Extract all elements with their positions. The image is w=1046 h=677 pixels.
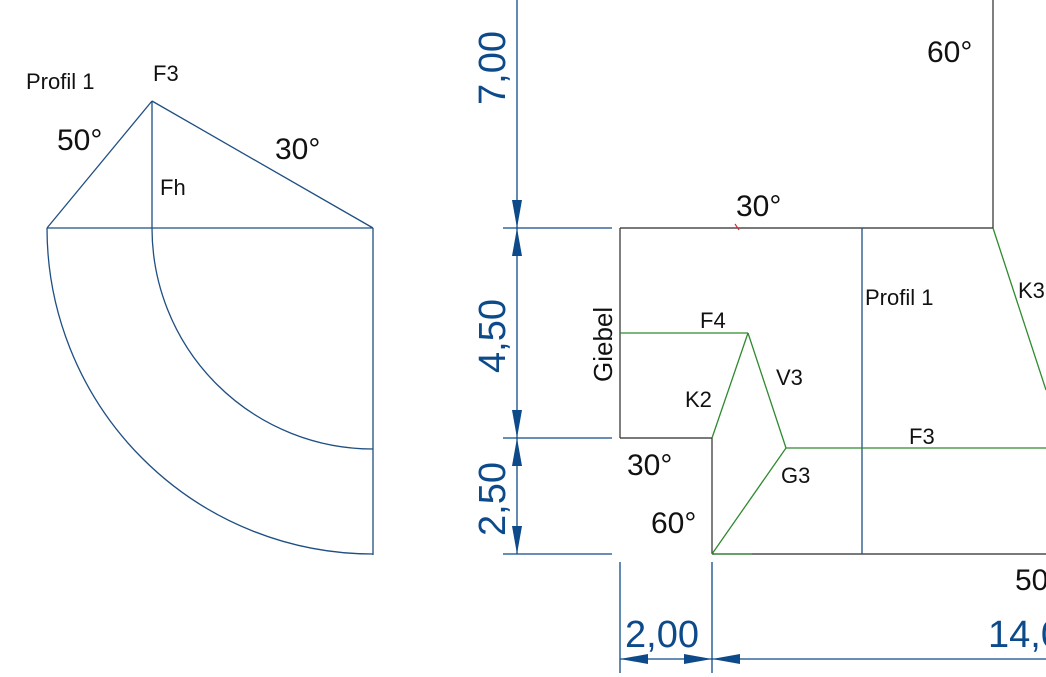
gable-label: Giebel <box>588 307 618 382</box>
arrow-down-228 <box>512 200 522 228</box>
dim-4-50: 4,50 <box>472 299 514 373</box>
arrow-up-228 <box>512 228 522 256</box>
label-V3: V3 <box>776 365 803 390</box>
label-F3: F3 <box>909 424 935 449</box>
hip-K3 <box>992 227 1046 391</box>
label-F4: F4 <box>700 308 726 333</box>
dimensions: 7,00 4,50 2,50 2,00 14,0 <box>472 0 1046 673</box>
profile-view: Profil 1 F3 50° 30° Fh <box>26 61 374 555</box>
right-angle-label: 30° <box>275 133 320 166</box>
profile-title: Profil 1 <box>26 69 94 94</box>
label-K2: K2 <box>685 387 712 412</box>
outer-arc <box>46 227 374 555</box>
angle-notch-upper: 30° <box>627 449 672 482</box>
arrow-left-712 <box>712 654 740 664</box>
arrow-up-438 <box>512 438 522 466</box>
height-label: Fh <box>160 175 186 200</box>
bottom-right-label: 50 <box>1015 564 1046 597</box>
valley-V3 <box>747 332 787 449</box>
apex-label: F3 <box>153 61 179 86</box>
angle-notch-lower: 60° <box>651 507 696 540</box>
profile-left-slope <box>46 100 153 229</box>
inner-arc <box>151 227 374 450</box>
dim-14: 14,0 <box>988 614 1046 656</box>
angle-top: 60° <box>927 36 972 69</box>
line-G3 <box>711 447 787 555</box>
arrow-down-438 <box>512 410 522 438</box>
hip-K2 <box>711 332 749 439</box>
plan-view: 60° 30° Profil 1 Giebel F4 K2 V3 F3 G3 K… <box>588 0 1046 597</box>
label-G3: G3 <box>781 463 810 488</box>
dim-2-50: 2,50 <box>472 462 514 536</box>
profile-right-slope <box>151 100 374 229</box>
label-K3: K3 <box>1018 278 1045 303</box>
dim-2-00: 2,00 <box>625 614 699 656</box>
dim-7-00: 7,00 <box>472 31 514 105</box>
left-angle-label: 50° <box>57 124 102 157</box>
arrow-down-554 <box>512 526 522 554</box>
ridge-marker <box>734 223 740 231</box>
profile-section-label: Profil 1 <box>865 285 933 310</box>
arrow-right-712 <box>684 654 712 664</box>
angle-ridge: 30° <box>736 190 781 223</box>
arrow-left-620 <box>620 654 648 664</box>
